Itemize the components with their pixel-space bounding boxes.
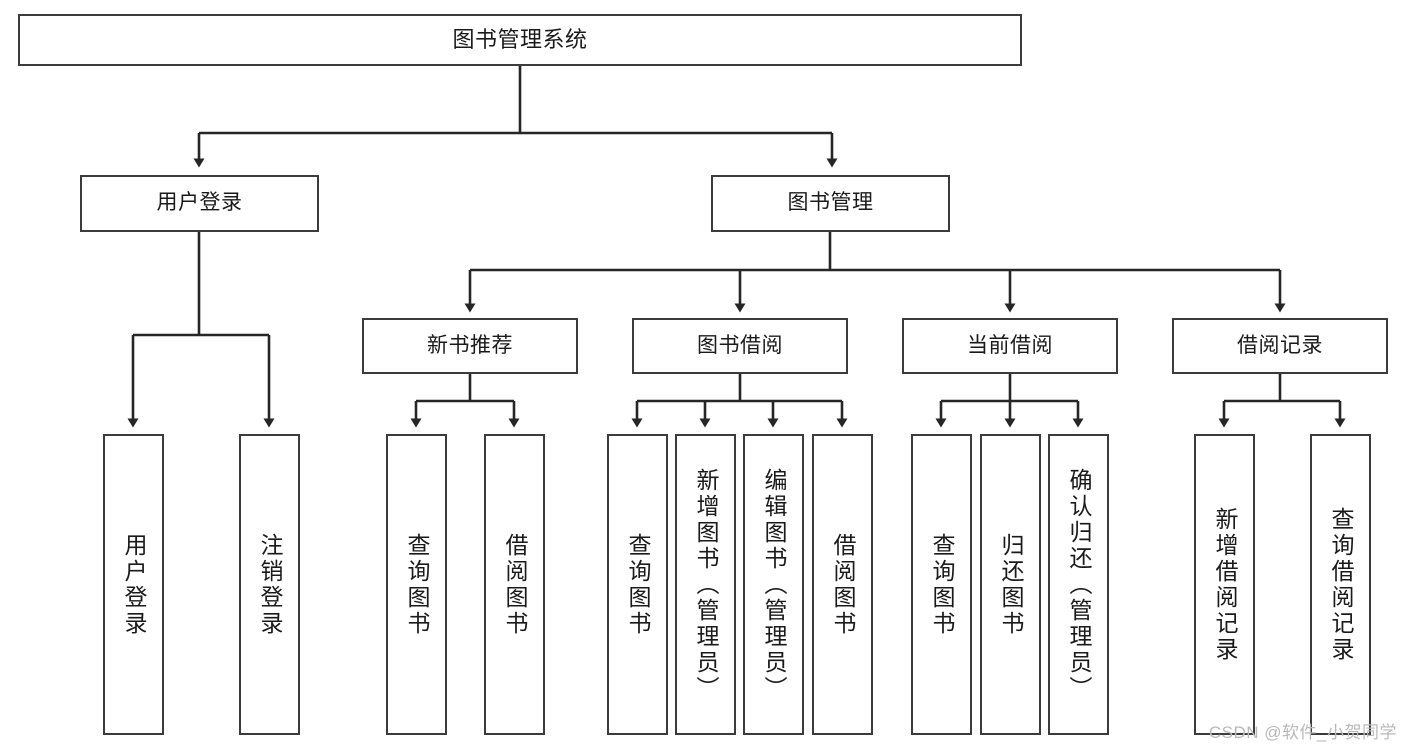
node-label: 借阅图书 (830, 532, 856, 637)
node-label: 确认归还（管理员） (1066, 467, 1092, 702)
node-current-borrow[interactable]: 当前借阅 (902, 318, 1118, 374)
node-label: 图书管理系统 (452, 27, 588, 53)
node-label: 编辑图书（管理员） (761, 467, 787, 702)
node-label: 新书推荐 (427, 333, 513, 357)
leaf-query-book-borrow[interactable]: 查询图书 (607, 434, 668, 735)
node-label: 查询图书 (625, 532, 651, 637)
node-label: 查询图书 (929, 532, 955, 637)
leaf-user-login[interactable]: 用户登录 (103, 434, 164, 735)
node-label: 新增图书（管理员） (693, 467, 719, 702)
node-label: 查询图书 (404, 532, 430, 637)
leaf-query-borrow-record[interactable]: 查询借阅记录 (1310, 434, 1371, 735)
node-label: 借阅图书 (502, 532, 528, 637)
node-label: 图书管理 (787, 191, 874, 215)
node-label: 注销登录 (257, 532, 283, 637)
node-label: 查询借阅记录 (1328, 506, 1354, 663)
node-label: 归还图书 (998, 532, 1024, 637)
leaf-query-book-current[interactable]: 查询图书 (911, 434, 972, 735)
node-borrow-record[interactable]: 借阅记录 (1172, 318, 1388, 374)
leaf-edit-book-admin[interactable]: 编辑图书（管理员） (743, 434, 804, 735)
csdn-watermark: CSDN @软件_小贺同学 (1208, 723, 1397, 742)
leaf-borrow-book-recommend[interactable]: 借阅图书 (484, 434, 545, 735)
node-new-book-recommend[interactable]: 新书推荐 (362, 318, 578, 374)
leaf-logout[interactable]: 注销登录 (239, 434, 300, 735)
leaf-add-borrow-record[interactable]: 新增借阅记录 (1194, 434, 1255, 735)
leaf-query-book-recommend[interactable]: 查询图书 (386, 434, 447, 735)
leaf-confirm-return-admin[interactable]: 确认归还（管理员） (1048, 434, 1109, 735)
leaf-add-book-admin[interactable]: 新增图书（管理员） (675, 434, 736, 735)
node-label: 图书借阅 (697, 333, 783, 357)
node-label: 用户登录 (121, 532, 147, 637)
node-book-management[interactable]: 图书管理 (711, 175, 950, 232)
node-book-borrow[interactable]: 图书借阅 (632, 318, 848, 374)
node-label: 借阅记录 (1237, 333, 1323, 357)
node-user-login[interactable]: 用户登录 (80, 175, 319, 232)
node-root-book-management-system[interactable]: 图书管理系统 (18, 14, 1022, 66)
leaf-borrow-book[interactable]: 借阅图书 (812, 434, 873, 735)
leaf-return-book[interactable]: 归还图书 (980, 434, 1041, 735)
node-label: 新增借阅记录 (1212, 506, 1238, 663)
node-label: 当前借阅 (967, 333, 1053, 357)
node-label: 用户登录 (156, 191, 243, 215)
